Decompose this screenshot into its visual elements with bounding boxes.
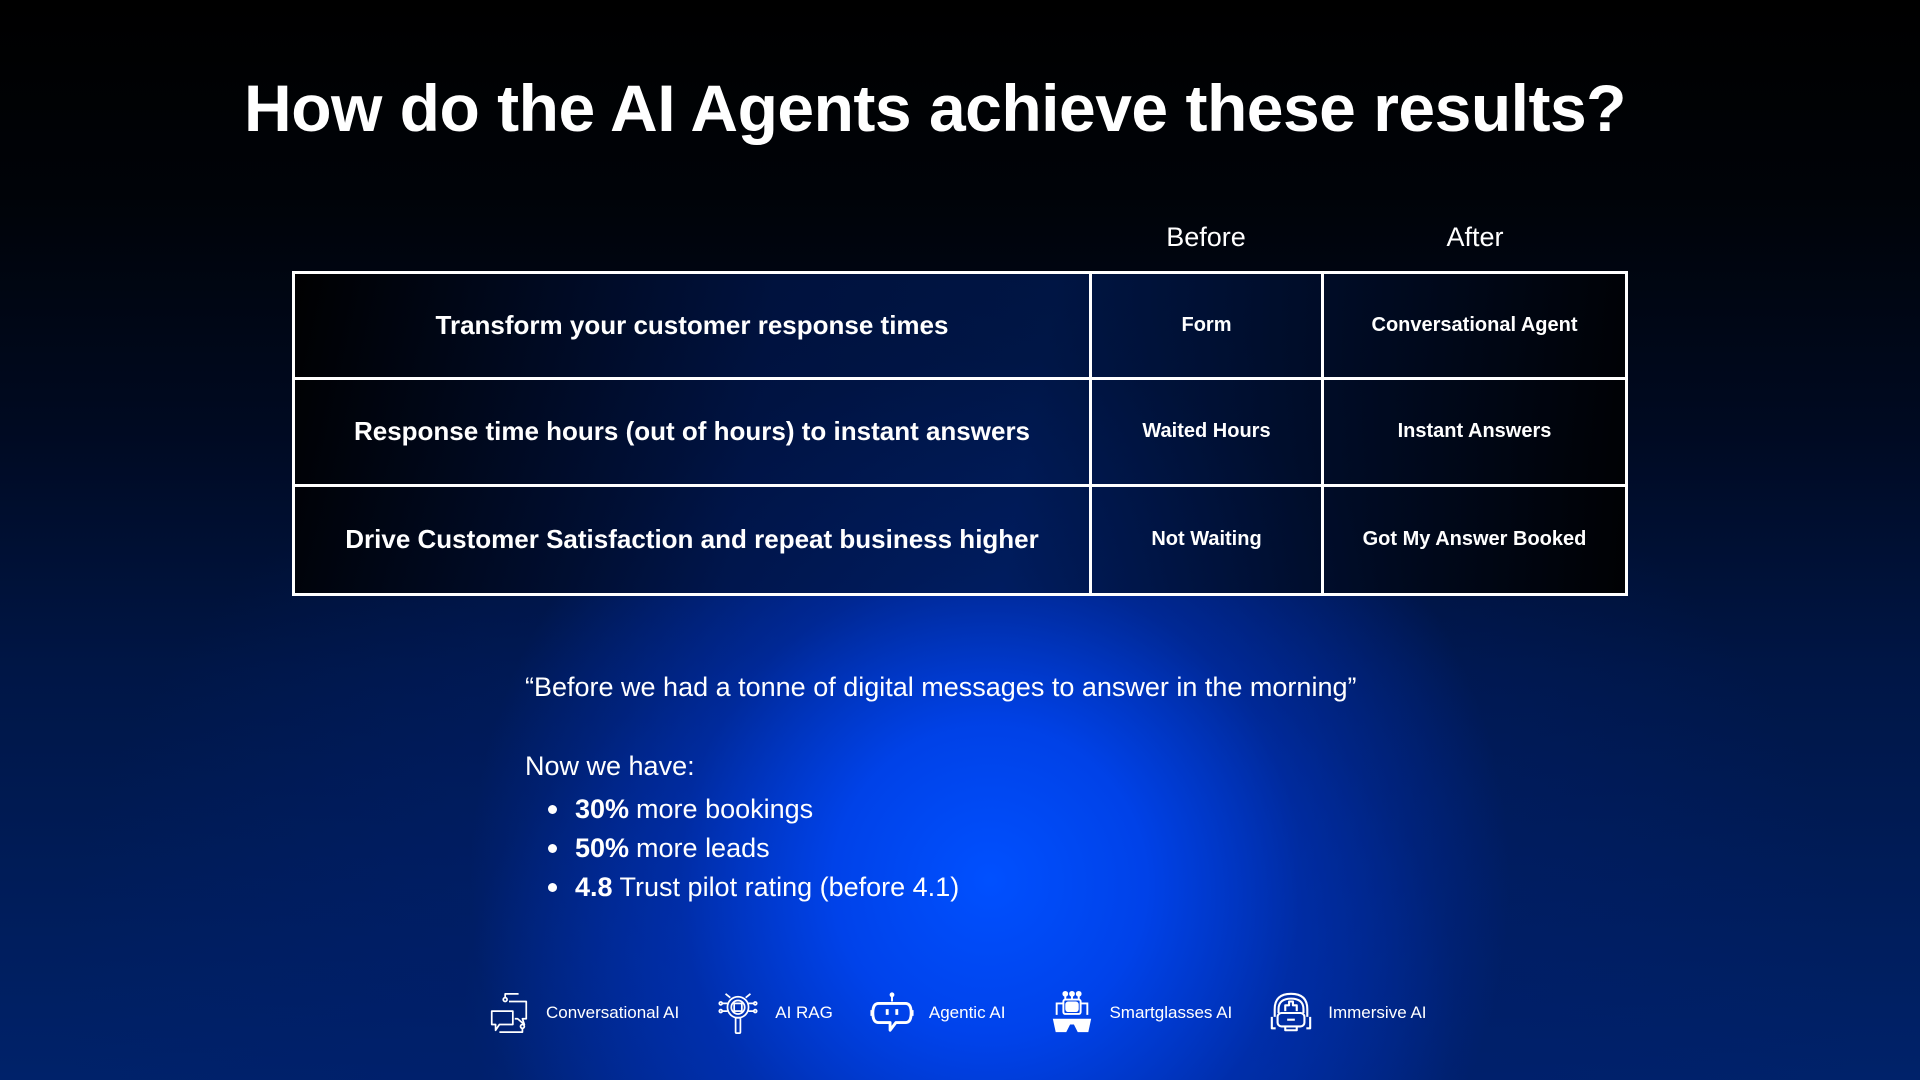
- service-immersive-ai: Immersive AI: [1268, 990, 1427, 1036]
- page-title: How do the AI Agents achieve these resul…: [244, 71, 1626, 145]
- services-row: Conversational AI AI RAG Agentic AI: [486, 985, 1427, 1040]
- result-value: 4.8: [575, 872, 613, 902]
- row-label: Response time hours (out of hours) to in…: [295, 380, 1092, 487]
- result-text: Trust pilot rating (before 4.1): [619, 872, 960, 902]
- before-value: Waited Hours: [1092, 380, 1324, 487]
- robot-chat-icon: [870, 991, 914, 1032]
- comparison-table: Transform your customer response times F…: [292, 271, 1628, 596]
- column-header-after: After: [1446, 222, 1504, 252]
- vr-headset-icon: [1271, 992, 1312, 1031]
- testimonial-quote: “Before we had a tonne of digital messag…: [525, 672, 1357, 702]
- results-intro: Now we have:: [525, 751, 695, 781]
- result-item: 30%more bookings: [548, 790, 959, 829]
- service-agentic-ai: Agentic AI: [869, 990, 1006, 1036]
- service-label: AI RAG: [775, 1002, 833, 1022]
- smartglasses-chip-icon: [1053, 990, 1092, 1032]
- result-value: 50%: [575, 833, 630, 863]
- after-value: Conversational Agent: [1324, 274, 1625, 381]
- column-header-before: Before: [1166, 222, 1246, 252]
- service-label: Immersive AI: [1328, 1002, 1427, 1022]
- row-label: Drive Customer Satisfaction and repeat b…: [295, 486, 1092, 593]
- service-smartglasses-ai: Smartglasses AI: [1049, 990, 1232, 1036]
- service-ai-rag: AI RAG: [715, 990, 833, 1036]
- result-text: more leads: [636, 833, 770, 863]
- result-item: 50%more leads: [548, 829, 959, 868]
- before-value: Form: [1092, 274, 1324, 381]
- magnifier-chip-icon: [718, 992, 758, 1034]
- service-label: Conversational AI: [546, 1002, 680, 1022]
- after-value: Instant Answers: [1324, 380, 1625, 487]
- result-value: 30%: [575, 794, 630, 824]
- service-label: Smartglasses AI: [1109, 1002, 1233, 1022]
- service-label: Agentic AI: [928, 1002, 1006, 1022]
- bullet-icon: [548, 844, 557, 853]
- chat-bubbles-icon: [490, 992, 528, 1033]
- bullet-icon: [548, 883, 557, 892]
- bullet-icon: [548, 805, 557, 814]
- before-value: Not Waiting: [1092, 486, 1324, 593]
- result-text: more bookings: [636, 794, 814, 824]
- after-value: Got My Answer Booked: [1362, 528, 1587, 551]
- row-label: Transform your customer response times: [295, 274, 1092, 381]
- service-conversational-ai: Conversational AI: [486, 990, 679, 1036]
